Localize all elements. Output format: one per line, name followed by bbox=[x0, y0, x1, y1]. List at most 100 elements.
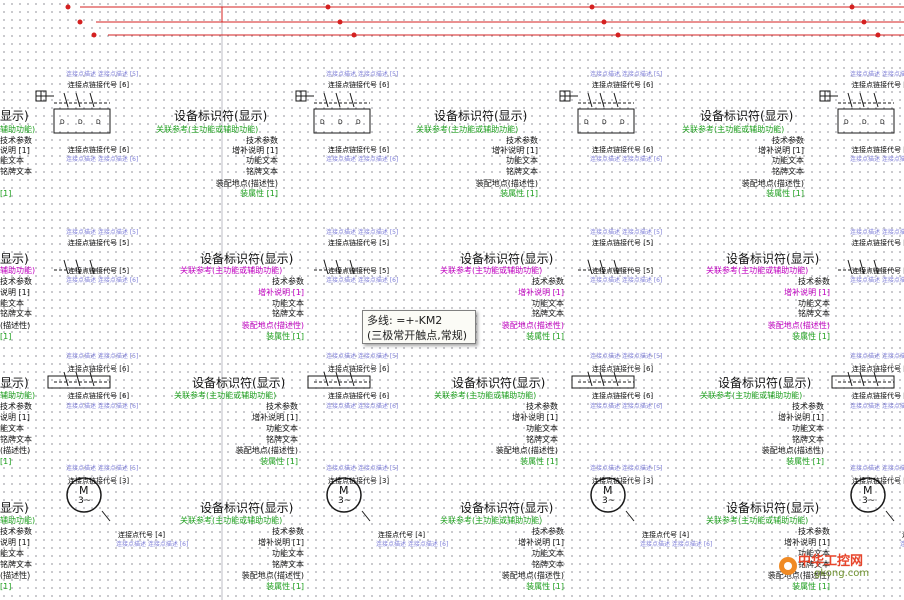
pin-label: 连接点链接代号 [6] bbox=[68, 146, 130, 154]
install-loc-label: 装配地点(描述性) bbox=[215, 179, 278, 188]
clipped-label: 技术参数 bbox=[0, 527, 32, 536]
thermal-pin-label: D bbox=[602, 119, 607, 126]
contact-blade bbox=[75, 371, 81, 387]
contact-blade bbox=[613, 371, 619, 387]
contact-blade bbox=[859, 259, 865, 275]
contact-blade bbox=[847, 92, 853, 108]
pin-label: 连接点链接代号 [5] bbox=[592, 267, 654, 275]
tech-params-label: 技术参数 bbox=[506, 136, 538, 145]
thermal-pin-label: D bbox=[880, 119, 885, 126]
contact-blade bbox=[847, 259, 853, 275]
device-id-label: 设备标识符(显示) bbox=[192, 376, 286, 390]
clipped-label: 显示) bbox=[0, 252, 29, 266]
supp-desc-label: 增补说明 [1] bbox=[778, 413, 824, 422]
watermark-brand: 中华工控网 bbox=[798, 554, 864, 569]
func-text-label: 功能文本 bbox=[272, 299, 304, 308]
assoc-ref-label: 关联参考(主功能或辅助功能) bbox=[440, 266, 543, 275]
contact-blade bbox=[75, 259, 81, 275]
contact-blade bbox=[89, 259, 95, 275]
assembly-label: 装属性 [1] bbox=[500, 189, 538, 198]
clipped-label: 能文本 bbox=[0, 299, 24, 308]
wire-junction-dot bbox=[325, 4, 331, 10]
undefined bbox=[68, 0, 600, 7]
contact-blade bbox=[63, 371, 69, 387]
contact-blade bbox=[335, 371, 341, 387]
assembly-label: 装属性 [1] bbox=[520, 457, 558, 466]
contact-blade bbox=[349, 371, 355, 387]
contact-blade bbox=[323, 371, 329, 387]
install-loc-label: 装配地点(描述性) bbox=[495, 446, 558, 455]
pin-label: 连接点链接代号 [5] bbox=[852, 267, 904, 275]
assembly-label: 装属性 [1] bbox=[240, 189, 278, 198]
pin-label: 连接点链接代号 [6] bbox=[328, 146, 390, 154]
motor-pin-label: 连接点代号 [4] bbox=[902, 532, 904, 539]
motor-pe-lead bbox=[625, 510, 635, 522]
contact-blade bbox=[335, 92, 341, 108]
device-id-label: 设备标识符(显示) bbox=[174, 109, 268, 123]
contact-blade bbox=[349, 92, 355, 108]
motor-pin-label: 连接点代号 [4] bbox=[642, 531, 690, 539]
thermal-pin-label: D bbox=[844, 119, 849, 126]
device-id-label: 设备标识符(显示) bbox=[452, 376, 546, 390]
undefined bbox=[340, 0, 600, 22]
assembly-label: 装属性 [1] bbox=[526, 582, 564, 591]
contact-blade bbox=[75, 92, 81, 108]
assoc-ref-label: 关联参考(主功能或辅助功能) bbox=[180, 266, 283, 275]
clipped-label: 技术参数 bbox=[0, 277, 32, 286]
nameplate-label: 铭牌文本 bbox=[532, 309, 564, 318]
thermal-block bbox=[313, 108, 371, 134]
pin-desc-faint: 连接点描述 连接点描述 [6] bbox=[850, 403, 904, 410]
assoc-ref-label: 关联参考(主功能或辅助功能) bbox=[434, 391, 537, 400]
motor-label: M bbox=[79, 484, 89, 497]
pin-label: 连接点链接代号 [6] bbox=[592, 365, 654, 373]
clipped-label: (描述性) bbox=[0, 446, 31, 455]
assoc-ref-label: 关联参考(主功能或辅助功能) bbox=[440, 516, 543, 525]
func-text-label: 功能文本 bbox=[798, 549, 830, 558]
install-loc-label: 装配地点(描述性) bbox=[241, 321, 304, 330]
contact-blade bbox=[873, 259, 879, 275]
clipped-label: 技术参数 bbox=[0, 136, 32, 145]
pin-desc-faint: 连接点描述 连接点描述 [6] bbox=[326, 277, 399, 284]
tooltip-line-2: (三极常开触点,常规) bbox=[367, 329, 468, 342]
nameplate-label: 铭牌文本 bbox=[792, 435, 824, 444]
pin-label: 连接点链接代号 [6] bbox=[68, 392, 130, 400]
clipped-label: (描述性) bbox=[0, 571, 31, 580]
motor-label: M bbox=[863, 484, 873, 497]
wire-junction-dot bbox=[65, 4, 71, 10]
pin-desc-faint: 连接点描述 连接点描述 [5] bbox=[590, 71, 663, 78]
pin-label: 连接点链接代号 [6] bbox=[328, 365, 390, 373]
tech-params-label: 技术参数 bbox=[266, 402, 298, 411]
contact-blade bbox=[335, 259, 341, 275]
coil-block bbox=[47, 375, 111, 389]
pin-desc-faint: 连接点描述 连接点描述 [6] bbox=[66, 277, 139, 284]
clipped-label: [1] bbox=[0, 332, 12, 341]
wire-junction-dot bbox=[601, 19, 607, 25]
pin-desc-faint: 连接点描述 连接点描述 [6] bbox=[66, 403, 139, 410]
thermal-block bbox=[53, 108, 111, 134]
motor-pe-lead bbox=[885, 510, 895, 522]
install-loc-label: 装配地点(描述性) bbox=[741, 179, 804, 188]
supp-desc-label: 增补说明 [1] bbox=[258, 288, 304, 297]
clipped-label: 铭牌文本 bbox=[0, 435, 32, 444]
pin-desc-faint: 连接点描述 连接点描述 [5] bbox=[590, 229, 663, 236]
nameplate-label: 铭牌文本 bbox=[532, 560, 564, 569]
clipped-label: 说明 [1] bbox=[0, 538, 30, 547]
install-loc-label: 装配地点(描述性) bbox=[767, 321, 830, 330]
pin-label: 连接点链接代号 [5] bbox=[328, 267, 390, 275]
pin-label: 连接点链接代号 [5] bbox=[592, 239, 654, 247]
pin-label: 连接点链接代号 [5] bbox=[68, 239, 130, 247]
thermal-pin-label: D bbox=[338, 119, 343, 126]
pin-desc-faint: 连接点描述 连接点描述 [5] bbox=[326, 229, 399, 236]
pin-label: 连接点链接代号 [5] bbox=[328, 239, 390, 247]
pin-label: 连接点链接代号 [6] bbox=[592, 392, 654, 400]
pin-desc-faint: 连接点描述 连接点描述 [6] bbox=[66, 156, 139, 163]
pin-desc-faint: 连接点描述 连接点描述 [6] bbox=[590, 156, 663, 163]
supp-desc-label: 增补说明 [1] bbox=[784, 538, 830, 547]
device-id-label: 设备标识符(显示) bbox=[200, 501, 294, 515]
contact-blade bbox=[63, 92, 69, 108]
thermal-block bbox=[837, 108, 895, 134]
pin-label: 连接点链接代号 [5] bbox=[68, 267, 130, 275]
tech-params-label: 技术参数 bbox=[798, 277, 830, 286]
